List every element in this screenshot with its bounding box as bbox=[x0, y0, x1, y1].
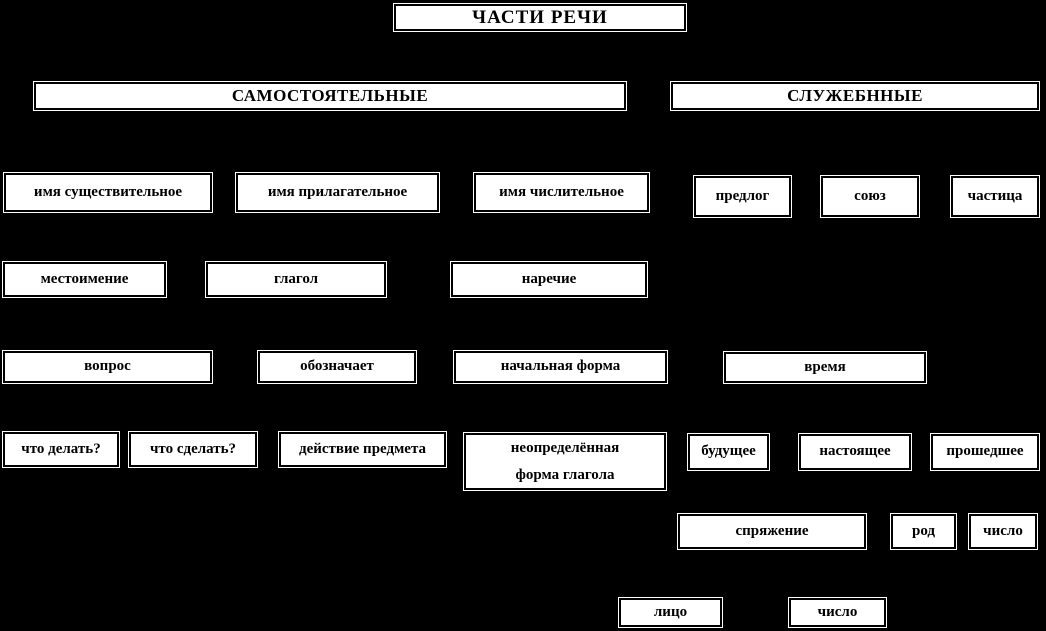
node-infinitive: неопределённая форма глагола bbox=[463, 432, 667, 491]
node-conjugation: спряжение bbox=[677, 513, 867, 550]
category-independent: САМОСТОЯТЕЛЬНЫЕ bbox=[33, 81, 627, 111]
node-noun: имя существительное bbox=[3, 172, 213, 213]
node-preposition: предлог bbox=[693, 175, 792, 218]
node-present: настоящее bbox=[798, 433, 912, 471]
node-question: вопрос bbox=[2, 350, 213, 384]
node-future: будущее bbox=[687, 433, 770, 471]
node-number2: число bbox=[788, 597, 887, 628]
node-denotes: обозначает bbox=[257, 350, 417, 384]
node-initial-form: начальная форма bbox=[453, 350, 668, 384]
node-number: число bbox=[968, 513, 1038, 550]
node-verb: глагол bbox=[205, 261, 387, 298]
node-pronoun: местоимение bbox=[2, 261, 167, 298]
node-action-of-object: действие предмета bbox=[278, 431, 447, 468]
node-adverb: наречие bbox=[450, 261, 648, 298]
node-person: лицо bbox=[618, 597, 723, 628]
title-box: ЧАСТИ РЕЧИ bbox=[393, 3, 687, 32]
node-adjective: имя прилагательное bbox=[235, 172, 440, 213]
category-functional: СЛУЖЕБННЫЕ bbox=[670, 81, 1040, 111]
node-past: прошедшее bbox=[930, 433, 1040, 471]
node-particle: частица bbox=[950, 175, 1040, 218]
node-gender: род bbox=[890, 513, 957, 550]
node-conjunction: союз bbox=[820, 175, 920, 218]
node-tense: время bbox=[723, 351, 927, 384]
node-what-to-have-done: что сделать? bbox=[128, 431, 258, 468]
node-numeral: имя числительное bbox=[473, 172, 650, 213]
node-what-to-do: что делать? bbox=[2, 431, 120, 468]
